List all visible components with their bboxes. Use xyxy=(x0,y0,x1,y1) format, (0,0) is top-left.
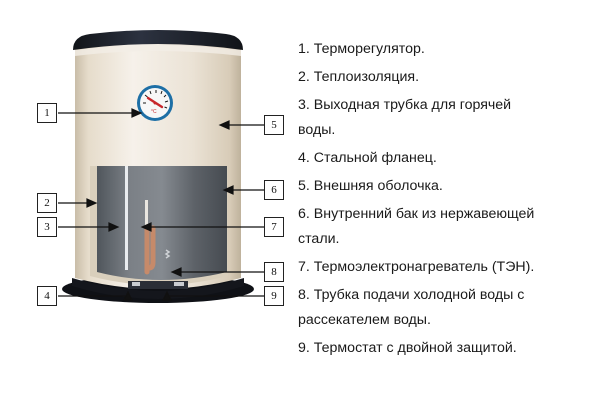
callout-2: 2 xyxy=(37,193,57,213)
callout-6: 6 xyxy=(264,180,284,200)
callout-5: 5 xyxy=(264,115,284,135)
parts-legend: 1. Терморегулятор. 2. Теплоизоляция. 3. … xyxy=(298,36,598,361)
legend-item-4: 4. Стальной фланец. xyxy=(298,150,437,166)
callout-1: 1 xyxy=(37,103,57,123)
legend-item-8: 8. Трубка подачи холодной воды с xyxy=(298,287,525,303)
legend-item-3: 3. Выходная трубка для горячей xyxy=(298,97,512,113)
legend-item-9: 9. Термостат с двойной защитой. xyxy=(298,340,517,356)
legend-item-7: 7. Термоэлектронагреватель (ТЭН). xyxy=(298,259,535,275)
water-heater-diagram: °C xyxy=(0,0,290,400)
svg-text:°C: °C xyxy=(151,109,157,115)
legend-item-8-cont: рассекателем воды. xyxy=(298,312,431,328)
inner-tank xyxy=(97,166,227,280)
callout-7: 7 xyxy=(264,217,284,237)
legend-item-1: 1. Терморегулятор. xyxy=(298,41,425,57)
heating-element xyxy=(144,225,156,275)
thermostat-gauge: °C xyxy=(137,85,173,121)
legend-item-6-cont: стали. xyxy=(298,231,340,247)
water-heater-illustration: °C xyxy=(58,30,264,303)
callout-3: 3 xyxy=(37,217,57,237)
hot-water-pipe xyxy=(125,166,128,270)
legend-item-2: 2. Теплоизоляция. xyxy=(298,69,420,85)
thermostat xyxy=(174,282,184,286)
cold-water-inlet xyxy=(164,249,171,259)
callout-8: 8 xyxy=(264,262,284,282)
legend-item-5: 5. Внешняя оболочка. xyxy=(298,178,443,194)
legend-item-6: 6. Внутренний бак из нержавеющей xyxy=(298,206,535,222)
callout-9: 9 xyxy=(264,286,284,306)
callout-4: 4 xyxy=(37,286,57,306)
legend-item-3-cont: воды. xyxy=(298,122,336,138)
top-lid xyxy=(73,30,243,50)
